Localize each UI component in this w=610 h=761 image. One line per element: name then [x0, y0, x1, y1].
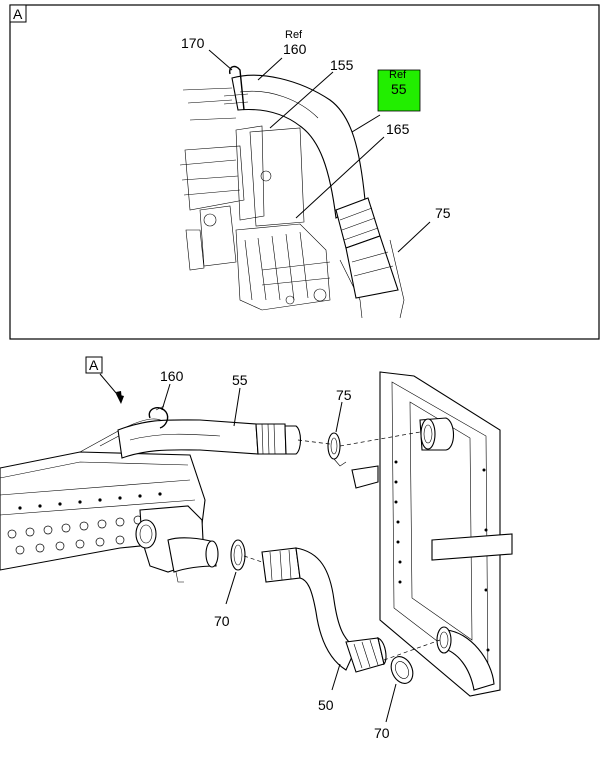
callout-70-left: 70 — [214, 613, 230, 629]
callout-55: 55 — [232, 372, 248, 388]
callout-160: 160 — [160, 368, 184, 384]
detail-leaders — [208, 49, 431, 253]
callout-75-detail: 75 — [435, 205, 451, 221]
main-leaders — [161, 383, 397, 723]
callout-ref55-number: 55 — [391, 81, 407, 97]
alignment-lines — [243, 431, 441, 661]
lower-hose-50 — [261, 547, 387, 673]
main-view: A — [0, 356, 513, 741]
callout-70-bottom: 70 — [374, 725, 390, 741]
callout-ref55-ref: Ref — [389, 69, 407, 81]
callout-ref160-number: 160 — [283, 41, 307, 57]
radiator-frame — [351, 371, 513, 697]
callout-170: 170 — [181, 35, 205, 51]
main-view-label: A — [89, 357, 99, 373]
callout-75: 75 — [336, 387, 352, 403]
clamp-75 — [327, 432, 347, 467]
callout-155: 155 — [330, 57, 354, 73]
detail-view-label: A — [13, 6, 23, 22]
detail-view-box: A — [9, 4, 600, 340]
callout-165: 165 — [386, 121, 410, 137]
clamp-70-left — [230, 539, 246, 571]
callout-ref160-ref: Ref — [285, 29, 303, 41]
highlight-ref55-box — [377, 69, 421, 112]
hose-155-detail — [223, 65, 399, 299]
thermostat-housing — [135, 505, 219, 583]
upper-hose-55 — [117, 405, 302, 459]
engine-block-detail — [179, 87, 405, 319]
clamp-70-bottom — [390, 656, 414, 684]
callout-50: 50 — [318, 697, 334, 713]
